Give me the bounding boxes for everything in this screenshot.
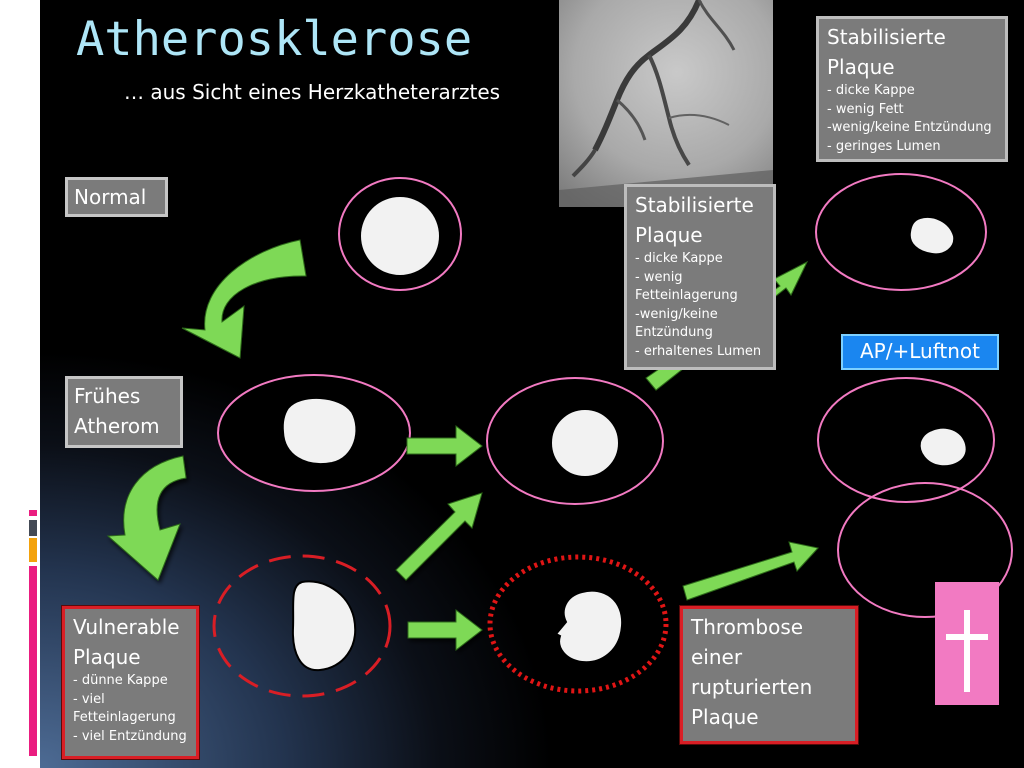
- ruptured-plaque-vessel: [487, 554, 669, 694]
- stable-mid-heading-2: Plaque: [635, 223, 703, 247]
- stable-top-heading-1: Stabilisierte: [827, 25, 946, 49]
- label-early-atheroma: Frühes Atherom: [65, 376, 183, 448]
- vulnerable-heading-2: Plaque: [73, 645, 141, 669]
- stable-plaque-mid-vessel: [486, 377, 664, 505]
- label-early-line-2: Atherom: [74, 414, 160, 438]
- symptom-vessel: [817, 377, 995, 503]
- arrow-vulnerable-to-stable: [395, 492, 483, 581]
- normal-vessel: [338, 177, 462, 291]
- vulnerable-point: Fetteinlagerung: [73, 710, 176, 725]
- curved-arrow-normal-to-early: [181, 239, 307, 359]
- stable-mid-point: - erhaltenes Lumen: [635, 343, 762, 359]
- stable-mid-heading-1: Stabilisierte: [635, 193, 754, 217]
- vulnerable-point: - dünne Kappe: [73, 673, 168, 688]
- stable-top-point: - geringes Lumen: [827, 138, 941, 154]
- slide-title: Atherosklerose: [76, 12, 473, 67]
- stable-top-points: - dicke Kappe - wenig Fett -wenig/keine …: [827, 82, 997, 156]
- angiogram-image: [559, 0, 773, 207]
- vulnerable-points: - dünne Kappe - viel Fetteinlagerung - v…: [73, 672, 188, 746]
- stable-top-point: - dicke Kappe: [827, 83, 915, 98]
- box-stable-plaque-mid: Stabilisierte Plaque - dicke Kappe - wen…: [624, 184, 776, 370]
- decorative-bars: [26, 18, 40, 756]
- stable-top-heading-2: Plaque: [827, 55, 895, 79]
- stable-plaque-top-vessel: [815, 173, 987, 291]
- thrombosis-line-1: Thrombose: [691, 615, 804, 639]
- vulnerable-heading-1: Vulnerable: [73, 615, 180, 639]
- cross-icon: [946, 610, 988, 692]
- stable-top-point: -wenig/keine Entzündung: [827, 120, 992, 135]
- slide-subtitle: … aus Sicht eines Herzkatheterarztes: [124, 80, 501, 104]
- symptom-box: AP/+Luftnot: [841, 334, 999, 370]
- box-thrombosis: Thrombose einer rupturierten Plaque: [680, 606, 858, 744]
- early-atheroma-vessel: [217, 374, 411, 492]
- stable-mid-point: Fetteinlagerung: [635, 288, 738, 303]
- box-stable-plaque-top: Stabilisierte Plaque - dicke Kappe - wen…: [816, 16, 1008, 162]
- box-vulnerable-plaque: Vulnerable Plaque - dünne Kappe - viel F…: [62, 606, 199, 759]
- death-vessel: [837, 482, 1013, 618]
- vulnerable-point: - viel: [73, 691, 105, 707]
- stable-mid-points: - dicke Kappe - wenig Fetteinlagerung -w…: [635, 250, 765, 361]
- thrombosis-line-3: rupturierten: [691, 675, 813, 699]
- label-normal-text: Normal: [74, 185, 147, 209]
- label-early-line-1: Frühes: [74, 384, 141, 408]
- stable-mid-point: Entzündung: [635, 325, 713, 340]
- curved-arrow-early-to-vulnerable: [106, 455, 187, 581]
- vulnerable-point: - viel Entzündung: [73, 728, 187, 744]
- stable-mid-point: -wenig/keine: [635, 306, 718, 322]
- vulnerable-plaque-vessel: [212, 554, 392, 698]
- thrombosis-line-4: Plaque: [691, 705, 759, 729]
- arrow-vulnerable-to-rupture: [407, 608, 483, 652]
- stable-mid-point: - dicke Kappe: [635, 251, 723, 266]
- arrow-early-to-stable: [406, 424, 483, 468]
- stable-top-point: - wenig Fett: [827, 101, 904, 117]
- death-box: [935, 582, 999, 705]
- stable-mid-point: - wenig: [635, 269, 683, 285]
- label-normal: Normal: [65, 177, 168, 217]
- thrombosis-line-2: einer: [691, 645, 743, 669]
- arrow-rupture-to-death: [682, 541, 819, 601]
